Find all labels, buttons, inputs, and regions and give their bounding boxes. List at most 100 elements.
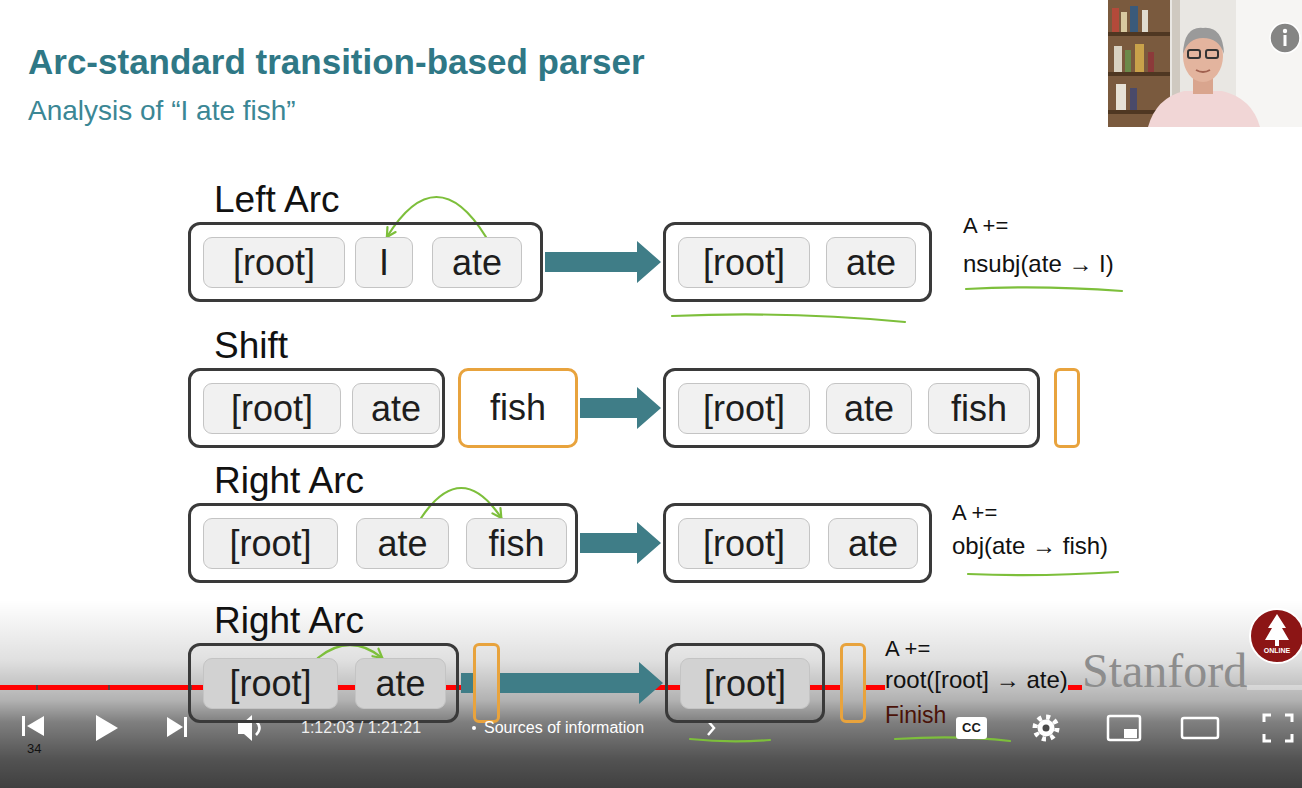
word-chip: [root] bbox=[678, 237, 810, 288]
transition-arrow bbox=[580, 522, 661, 564]
info-circle bbox=[1270, 23, 1300, 53]
word-text: I bbox=[379, 243, 389, 283]
word-chip: [root] bbox=[680, 658, 810, 709]
word-text: ate bbox=[371, 389, 421, 429]
word-chip: [root] bbox=[203, 237, 345, 288]
book bbox=[1148, 52, 1154, 72]
word-text: [root] bbox=[703, 243, 785, 283]
settings-gear-hole bbox=[1043, 725, 1050, 732]
slide-title: Arc-standard transition-based parser bbox=[28, 42, 645, 82]
next-icon bbox=[184, 717, 187, 737]
stack-box: [root] ate bbox=[663, 222, 932, 302]
word-text: ate bbox=[452, 243, 502, 283]
handwritten-marks bbox=[672, 287, 1122, 741]
previous-icon bbox=[22, 716, 25, 736]
slide-label: A += bbox=[963, 213, 1008, 239]
fullscreen-icon bbox=[1264, 715, 1292, 741]
word-chip: ate bbox=[432, 237, 522, 288]
green-underline bbox=[672, 314, 905, 322]
info-stem bbox=[1284, 35, 1287, 46]
book bbox=[1121, 12, 1127, 32]
logo-tree bbox=[1265, 614, 1289, 640]
word-text: fish bbox=[488, 524, 544, 564]
miniplayer-icon bbox=[1108, 716, 1140, 740]
word-text: ate bbox=[375, 664, 425, 704]
word-chip: ate bbox=[355, 658, 446, 709]
word-chip: [root] bbox=[203, 518, 338, 569]
book bbox=[1116, 84, 1126, 110]
word-chip: [root] bbox=[203, 658, 338, 709]
word-chip: ate bbox=[352, 383, 440, 434]
mouth bbox=[1196, 70, 1210, 72]
word-chip: fish bbox=[928, 383, 1030, 434]
word-chip: fish bbox=[466, 518, 567, 569]
transition-name: Left Arc bbox=[214, 181, 339, 218]
transition-name: Right Arc bbox=[214, 602, 364, 639]
block-arrow bbox=[545, 241, 661, 283]
word-text: fish bbox=[951, 389, 1007, 429]
next-icon bbox=[167, 717, 183, 737]
glasses bbox=[1188, 50, 1200, 58]
word-text: ate bbox=[846, 243, 896, 283]
green-underline bbox=[968, 572, 1118, 575]
book bbox=[1142, 10, 1148, 32]
dependency-arc bbox=[387, 197, 486, 237]
slide-label: nsubj(ate → I) bbox=[963, 250, 1114, 279]
webcam-inset bbox=[1108, 0, 1302, 127]
slide-label: 1:12:03 / 1:21:21 bbox=[301, 718, 421, 737]
webcam-wall bbox=[1108, 0, 1302, 127]
book bbox=[1135, 44, 1144, 72]
info-icon bbox=[1270, 23, 1300, 53]
shelf bbox=[1108, 72, 1170, 76]
dependency-arc bbox=[318, 645, 383, 658]
book bbox=[1112, 8, 1119, 32]
word-text: [root] bbox=[229, 524, 311, 564]
word-chip: ate bbox=[826, 383, 912, 434]
word-text: [root] bbox=[704, 664, 786, 704]
book bbox=[1114, 46, 1122, 72]
stack-box: Shift[root]ate bbox=[188, 368, 445, 448]
caption-button: CC bbox=[956, 717, 987, 739]
word-text: [root] bbox=[229, 664, 311, 704]
empty-buffer bbox=[840, 643, 866, 723]
previous-icon bbox=[27, 716, 44, 736]
logo-trunk bbox=[1275, 640, 1279, 646]
shirt bbox=[1148, 91, 1260, 127]
word-text: [root] bbox=[233, 243, 315, 283]
player-controls bbox=[22, 715, 1292, 741]
slide-label: 34 bbox=[27, 741, 41, 757]
arrow-head bbox=[492, 508, 501, 518]
stack-box: [root] bbox=[665, 643, 825, 723]
slide-label: Finish bbox=[885, 702, 946, 730]
miniplayer-icon bbox=[1124, 729, 1137, 738]
volume-icon bbox=[238, 715, 252, 741]
block-arrow bbox=[580, 522, 661, 564]
word-text: [root] bbox=[703, 524, 785, 564]
info-dot bbox=[1283, 29, 1287, 33]
green-underline bbox=[690, 739, 770, 741]
word-chip: ate bbox=[356, 518, 449, 569]
green-underline bbox=[966, 287, 1122, 291]
watermark-text: Stanford bbox=[1082, 642, 1247, 700]
word-chip: [root] bbox=[678, 518, 810, 569]
transition-name: Shift bbox=[214, 327, 288, 364]
chapter-gap bbox=[108, 685, 110, 690]
book bbox=[1125, 50, 1131, 72]
settings-gear bbox=[1035, 717, 1057, 739]
shelf bbox=[1108, 32, 1170, 36]
slide-label: Analysis of “I ate fish” bbox=[28, 94, 296, 128]
stack-box: Right Arc[root]atefish bbox=[188, 503, 578, 583]
stack-box: [root] atefish bbox=[663, 368, 1040, 448]
transition-arrow bbox=[545, 241, 661, 283]
theater-icon bbox=[1182, 718, 1218, 738]
slide-label: ONLINE bbox=[1264, 647, 1290, 655]
word-text: fish bbox=[490, 388, 546, 428]
word-text: [root] bbox=[703, 389, 785, 429]
word-text: [root] bbox=[231, 389, 313, 429]
arc-line bbox=[318, 645, 383, 658]
word-chip: ate bbox=[826, 237, 916, 288]
chapter-gap bbox=[36, 685, 38, 690]
slide-label: A += bbox=[885, 636, 930, 662]
stack-box: Right Arc[root]ate bbox=[188, 643, 459, 723]
